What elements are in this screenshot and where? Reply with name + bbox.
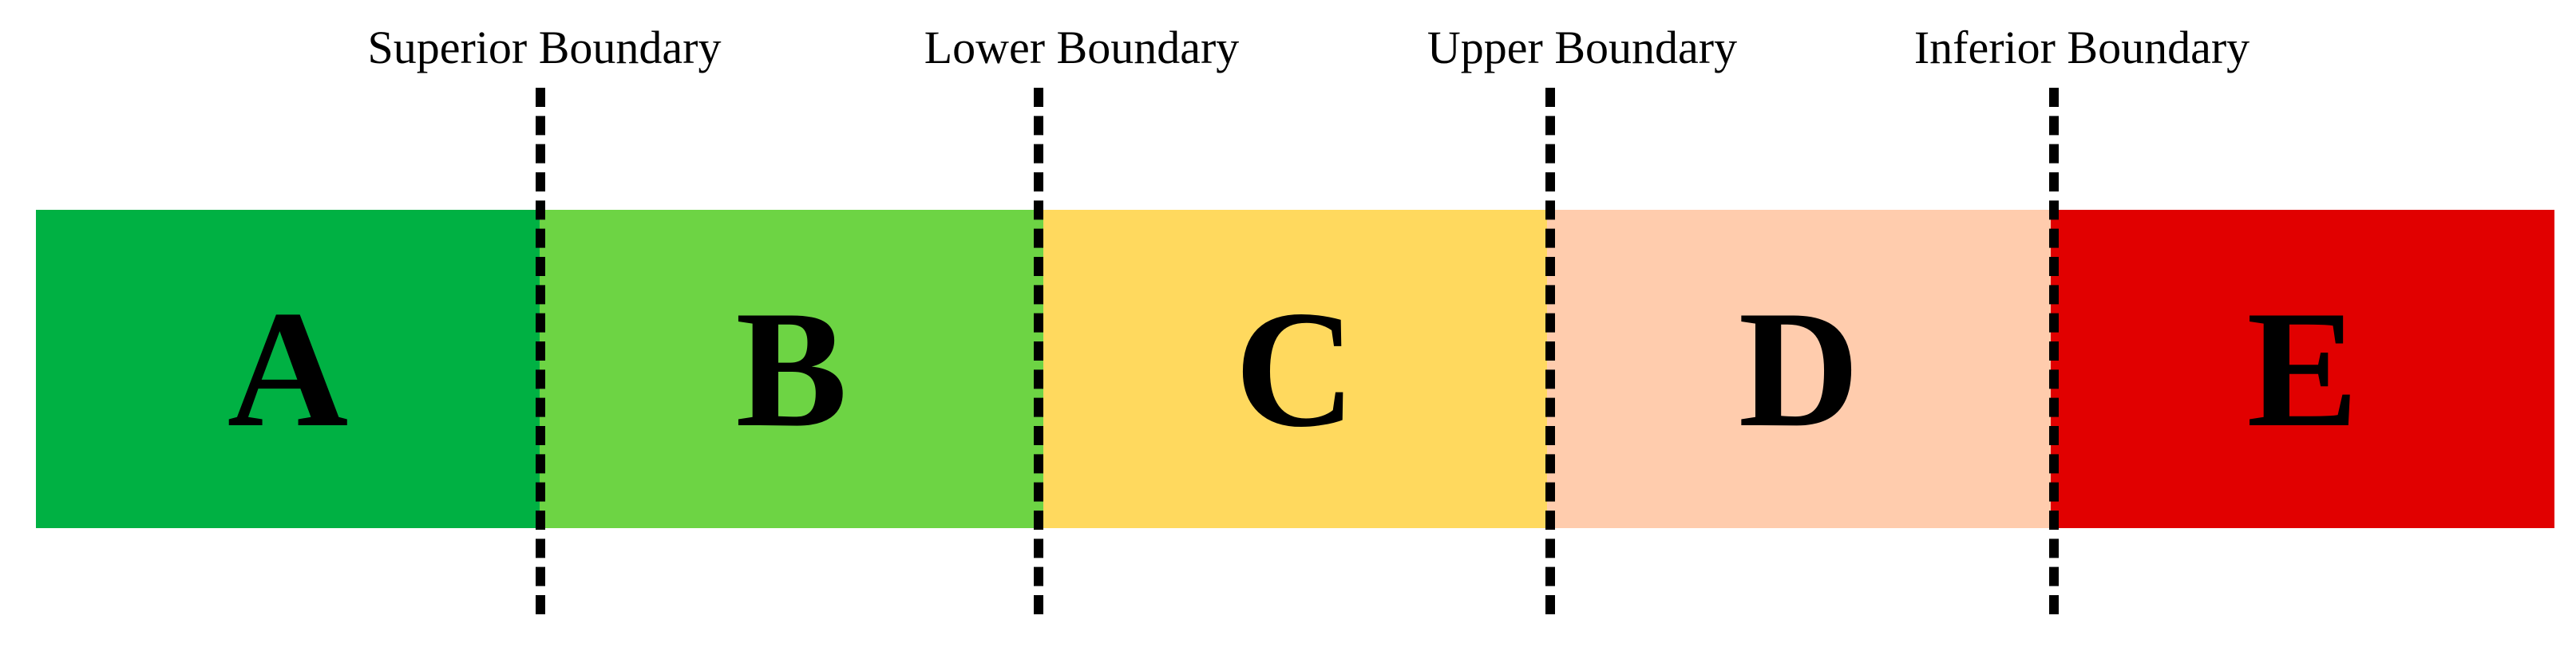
segment-letter: D xyxy=(1738,276,1860,462)
inferior-boundary-label: Inferior Boundary xyxy=(1913,22,2250,73)
segment-letter: A xyxy=(227,276,349,462)
segment-letter: C xyxy=(1234,276,1356,462)
superior-boundary-line xyxy=(536,88,545,614)
inferior-boundary-line xyxy=(2049,88,2059,614)
segment-c: C xyxy=(1043,210,1547,528)
superior-boundary-label: Superior Boundary xyxy=(367,22,722,73)
segment-e: E xyxy=(2051,210,2554,528)
lower-boundary-label: Lower Boundary xyxy=(924,22,1240,73)
segment-a: A xyxy=(36,210,540,528)
segment-d: D xyxy=(1547,210,2051,528)
upper-boundary-label: Upper Boundary xyxy=(1426,22,1738,73)
segment-letter: B xyxy=(735,276,848,462)
lower-boundary-line xyxy=(1034,88,1043,614)
segment-b: B xyxy=(540,210,1043,528)
segment-letter: E xyxy=(2246,276,2359,462)
upper-boundary-line xyxy=(1545,88,1555,614)
grade-band: A B C D E xyxy=(36,210,2554,528)
